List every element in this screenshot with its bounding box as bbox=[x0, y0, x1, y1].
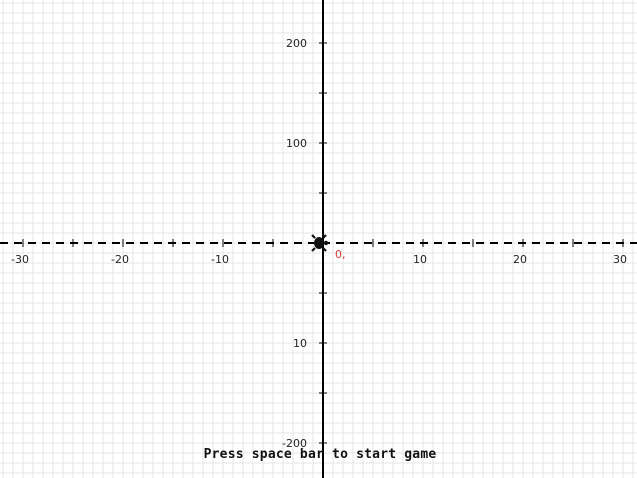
turtle-icon bbox=[311, 234, 329, 252]
y-axis-label: 100 bbox=[286, 137, 307, 150]
x-axis-label: -30 bbox=[11, 253, 29, 266]
x-axis-label: 20 bbox=[513, 253, 527, 266]
y-axis-labels: 200 100 10 -200 bbox=[282, 37, 307, 450]
y-axis-label: 10 bbox=[293, 337, 307, 350]
start-prompt: Press space bar to start game bbox=[203, 447, 437, 462]
x-axis-labels: -30 -20 -10 10 20 30 bbox=[11, 253, 627, 266]
y-axis-label: -200 bbox=[282, 437, 307, 450]
x-axis-label: -20 bbox=[111, 253, 129, 266]
x-axis-label: 10 bbox=[413, 253, 427, 266]
x-axis-ticks bbox=[22, 239, 624, 247]
y-axis-ticks bbox=[319, 42, 327, 444]
origin-label: 0, bbox=[335, 248, 346, 261]
x-axis-label: 30 bbox=[613, 253, 627, 266]
x-axis-label: -10 bbox=[211, 253, 229, 266]
y-axis-label: 200 bbox=[286, 37, 307, 50]
